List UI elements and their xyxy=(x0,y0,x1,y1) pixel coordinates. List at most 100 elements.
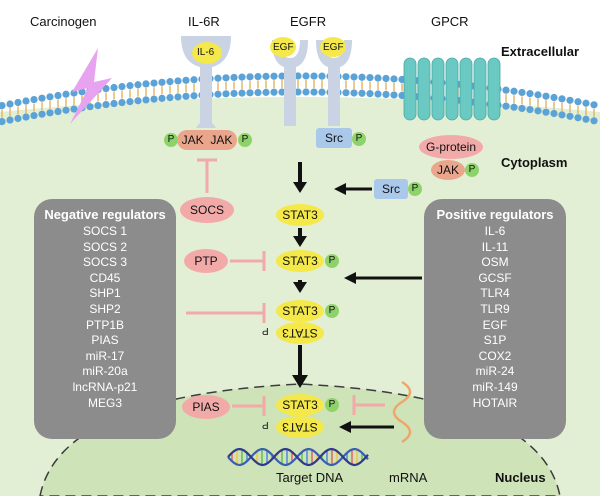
negative-regulator-item: lncRNA-p21 xyxy=(72,379,138,394)
lipid-head xyxy=(166,78,174,86)
positive-regulator-item: EGF xyxy=(482,317,508,332)
lipid-head xyxy=(502,86,510,94)
lipid-head xyxy=(374,74,382,82)
positive-regulators-title: Positive regulators xyxy=(436,207,554,222)
lipid-head xyxy=(294,88,302,96)
ptp-inhibitor: PTP xyxy=(184,249,228,273)
lipid-head xyxy=(150,95,158,103)
lipid-head xyxy=(254,72,262,81)
stat3-phosphorylated: STAT3 xyxy=(276,250,324,272)
lipid-head xyxy=(390,75,398,83)
positive-regulator-item: TLR4 xyxy=(480,286,510,301)
lipid-head xyxy=(270,72,278,80)
lipid-head xyxy=(382,74,390,83)
lipid-head xyxy=(94,102,102,110)
stat3-nuclear-top: STAT3 xyxy=(276,394,324,416)
egf-ligand-left xyxy=(270,37,296,57)
lipid-head xyxy=(174,77,182,85)
lipid-head xyxy=(270,88,278,96)
lipid-head xyxy=(558,95,566,103)
jak-label-right: JAK xyxy=(210,133,233,147)
positive-regulator-item: IL-11 xyxy=(481,239,509,254)
phospho-badge: P xyxy=(325,254,339,268)
lipid-head xyxy=(174,93,182,101)
lipid-head xyxy=(382,90,390,99)
positive-regulator-item: miR-149 xyxy=(472,379,518,394)
lipid-head xyxy=(526,90,534,98)
dna-helix xyxy=(227,447,369,467)
lipid-head xyxy=(110,83,118,92)
lipid-head xyxy=(38,94,46,102)
lipid-head xyxy=(342,89,350,97)
lipid-head xyxy=(222,90,230,98)
lipid-head xyxy=(366,90,374,98)
arrow-head xyxy=(334,183,346,195)
jak-gpcr: JAK xyxy=(431,160,465,180)
lipid-head xyxy=(318,88,326,96)
lipid-head xyxy=(78,88,86,96)
positive-regulator-item: IL-6 xyxy=(484,224,506,238)
lipid-head xyxy=(0,118,6,126)
socs-inhibitor: SOCS xyxy=(180,197,234,223)
lipid-head xyxy=(6,116,14,124)
lipid-head xyxy=(374,90,382,98)
lipid-head xyxy=(190,92,198,100)
jak-dimer: JAK JAK xyxy=(177,130,237,150)
gpcr-helix xyxy=(431,57,445,121)
lipid-head xyxy=(550,93,558,102)
phospho-badge: P xyxy=(238,133,252,147)
lipid-head xyxy=(118,98,126,107)
lipid-head xyxy=(302,72,310,80)
pias-inhibitor: PIAS xyxy=(182,395,230,419)
lipid-head xyxy=(222,74,230,82)
gpcr-label: GPCR xyxy=(431,14,469,29)
lipid-head xyxy=(534,91,542,99)
lipid-head xyxy=(558,111,566,119)
lipid-head xyxy=(62,106,70,114)
lipid-head xyxy=(38,110,46,118)
lipid-head xyxy=(54,91,62,100)
nucleus-label: Nucleus xyxy=(495,470,546,485)
lipid-head xyxy=(510,87,518,95)
lipid-head xyxy=(150,79,158,87)
lipid-head xyxy=(238,89,246,97)
lipid-head xyxy=(566,112,574,120)
stat3-dimer-bottom: STAT3 xyxy=(276,322,324,344)
lipid-head xyxy=(46,93,54,101)
lipid-head xyxy=(542,108,550,116)
src-cytoplasm: Src xyxy=(374,179,408,199)
mrna-label: mRNA xyxy=(389,470,428,485)
egfr-receptor-right xyxy=(316,40,352,126)
stat3-nuclear-bottom: STAT3 xyxy=(276,416,324,438)
lipid-head xyxy=(510,103,518,111)
lipid-head xyxy=(358,73,366,81)
egfr-receptor-left xyxy=(272,40,308,126)
lipid-head xyxy=(582,99,590,107)
lipid-head xyxy=(302,88,310,96)
lipid-head xyxy=(262,72,270,80)
lipid-head xyxy=(366,74,374,82)
lipid-head xyxy=(254,88,262,97)
lipid-head xyxy=(70,89,78,97)
lipid-head xyxy=(102,84,110,93)
lipid-head xyxy=(590,117,598,125)
lipid-head xyxy=(142,96,150,104)
arrow-head xyxy=(339,421,351,433)
lipid-head xyxy=(158,78,166,86)
negative-regulator-item: CD45 xyxy=(89,270,121,285)
lipid-head xyxy=(30,111,38,120)
positive-regulator-item: S1P xyxy=(483,333,507,348)
lipid-head xyxy=(70,105,78,113)
lipid-head xyxy=(566,96,574,104)
negative-regulator-item: PIAS xyxy=(91,333,119,348)
lipid-head xyxy=(358,89,366,97)
lipid-head xyxy=(110,99,118,108)
lipid-head xyxy=(262,88,270,96)
negative-regulator-item: MEG3 xyxy=(87,395,122,410)
jak-label-left: JAK xyxy=(181,133,204,147)
lipid-head xyxy=(542,92,550,100)
